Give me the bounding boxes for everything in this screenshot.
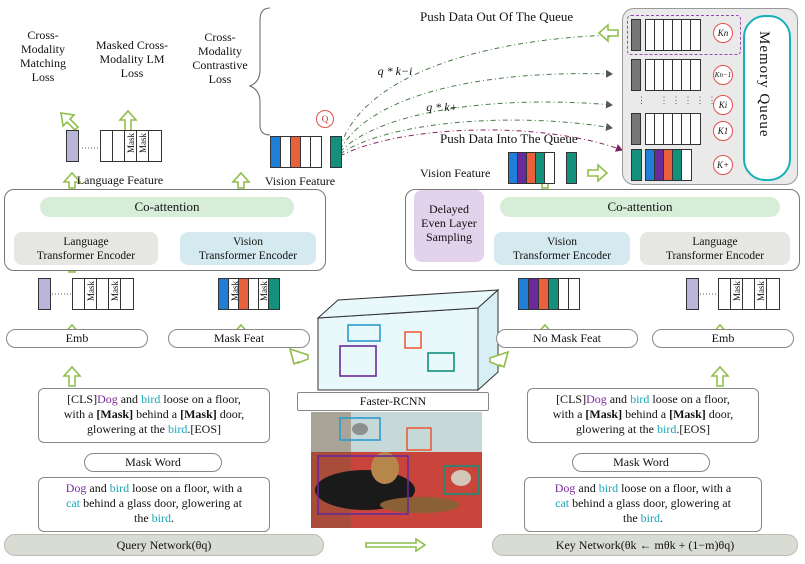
faster-rcnn-volume <box>316 288 500 392</box>
mask-word-left: Mask Word <box>84 453 222 472</box>
contrastive-loss-label: Cross- Modality Contrastive Loss <box>192 30 248 86</box>
memory-queue-label: Memory Queue <box>756 31 772 138</box>
left-language-encoder: Language Transformer Encoder <box>14 232 158 265</box>
push-out-label: Push Data Out Of The Queue <box>420 9 574 24</box>
dog-photo <box>311 412 482 528</box>
contrast-curve-4 <box>339 119 613 155</box>
no-mask-feat: No Mask Feat <box>496 329 638 348</box>
memory-queue-label-pill: Memory Queue <box>743 15 791 181</box>
qk-negative-label: q * k−i <box>377 64 413 78</box>
matching-loss-label: Cross- Modality Matching Loss <box>20 28 66 84</box>
contrast-curve-2 <box>339 69 613 151</box>
queue-row-n-1 <box>631 59 736 91</box>
masked-lm-loss-label: Masked Cross- Modality LM Loss <box>95 38 169 80</box>
faster-rcnn-label: Faster-RCNN <box>297 392 489 411</box>
vision-feature-label-left: Vision Feature <box>264 174 336 188</box>
vision-feature-tokens-left <box>270 136 360 168</box>
vision-feature-label-right: Vision Feature <box>420 166 491 180</box>
language-feature-label: Language Feature <box>76 173 164 187</box>
masked-sentence-left: [CLS]Dog and bird loose on a floor, with… <box>38 388 270 443</box>
vision-feature-tokens-right <box>508 152 588 184</box>
right-coattention: Co-attention <box>500 197 780 217</box>
key-n-1: Kn−1 <box>713 65 733 85</box>
original-sentence-left: Dog and bird loose on a floor, with a ca… <box>38 477 270 532</box>
queue-row-n <box>631 19 736 51</box>
delayed-sampling: Delayed Even Layer Sampling <box>414 190 484 262</box>
masked-sentence-right: [CLS]Dog and bird loose on a floor, with… <box>527 388 759 443</box>
mask-word-right: Mask Word <box>572 453 710 472</box>
right-vision-encoder: Vision Transformer Encoder <box>494 232 630 265</box>
right-vision-tokens <box>518 278 588 312</box>
queue-row-plus <box>631 149 736 181</box>
contrast-curve-positive <box>339 129 623 157</box>
emb-right: Emb <box>652 329 794 348</box>
key-n: Kn <box>713 23 733 43</box>
left-vision-encoder: Vision Transformer Encoder <box>180 232 316 265</box>
push-in-label: Push Data Into The Queue <box>440 131 578 146</box>
key-i: Ki <box>713 95 733 115</box>
right-language-encoder: Language Transformer Encoder <box>640 232 790 265</box>
language-feature-tokens: Mask Mask <box>66 130 166 164</box>
queue-row-1 <box>631 113 736 145</box>
key-plus: K+ <box>713 155 733 175</box>
left-language-tokens: Mask Mask <box>38 278 138 312</box>
contrast-curve-3 <box>339 100 613 153</box>
contrastive-bracket <box>248 7 271 136</box>
mask-feat: Mask Feat <box>168 329 310 348</box>
q-circle: Q <box>316 110 334 128</box>
right-language-tokens: Mask Mask <box>686 278 786 312</box>
qk-positive-label: q * k+ <box>426 100 458 114</box>
queue-ellipsis: ⋮ ⋮⋮⋮⋮⋮ <box>637 95 720 105</box>
key-network: Key Network(θk ← mθk + (1−m)θq) <box>492 534 798 556</box>
original-sentence-right: Dog and bird loose on a floor, with a ca… <box>524 477 762 532</box>
left-coattention: Co-attention <box>40 197 294 217</box>
emb-left: Emb <box>6 329 148 348</box>
contrast-curve-1 <box>339 31 613 149</box>
memory-queue-panel: ⋮ ⋮⋮⋮⋮⋮ Kn Kn−1 Ki K1 K+ Memory Queue <box>622 8 798 185</box>
query-network: Query Network(θq) <box>4 534 324 556</box>
left-vision-tokens: Mask Mask <box>218 278 298 312</box>
key-1: K1 <box>713 121 733 141</box>
